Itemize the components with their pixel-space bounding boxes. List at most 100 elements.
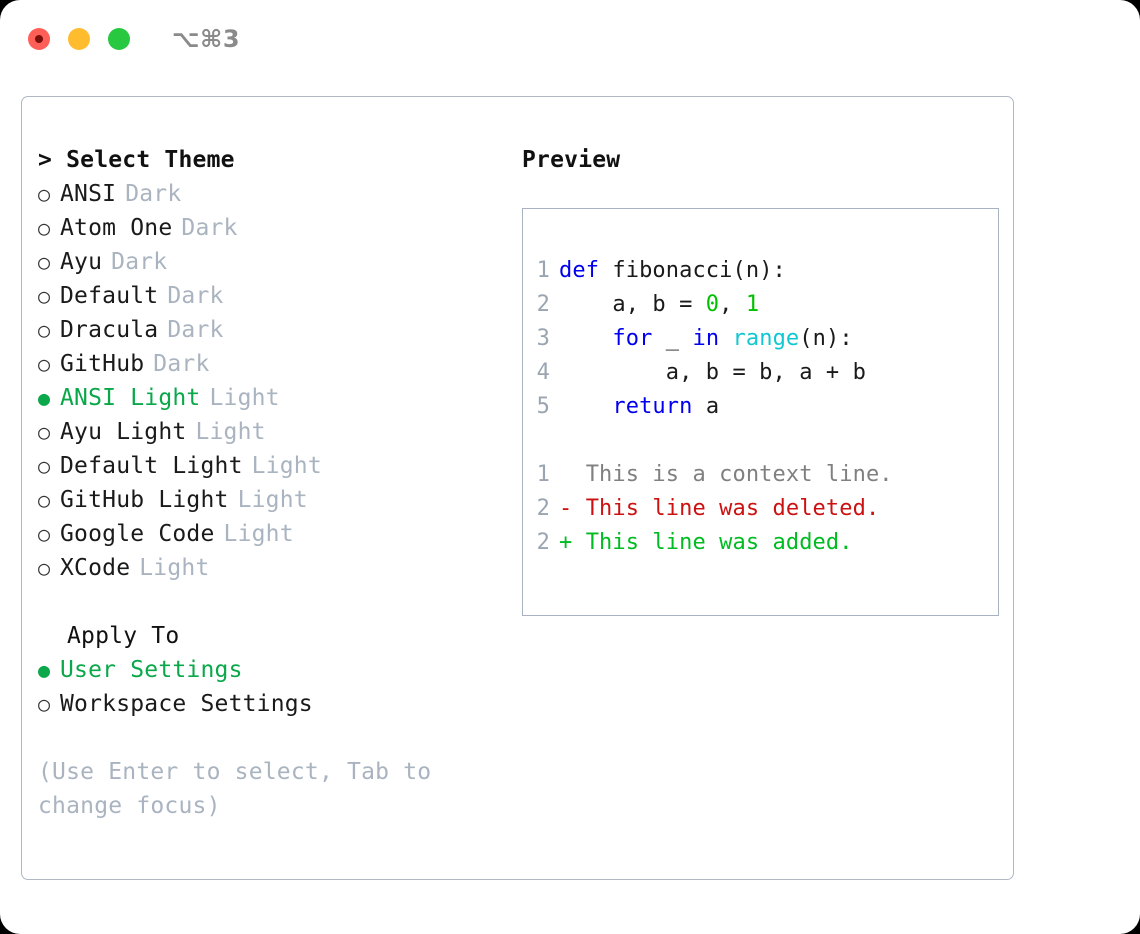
- diff-line-content: - This line was deleted.: [559, 496, 880, 521]
- radio-unselected-icon: ○: [38, 284, 51, 308]
- line-number: 2: [536, 292, 550, 317]
- code-line-content: a, b = 0, 1: [559, 288, 759, 322]
- radio-selected-icon: ●: [38, 386, 51, 410]
- radio-unselected-icon: ○: [38, 250, 51, 274]
- code-token-plain: a, b =: [559, 292, 706, 317]
- theme-option-ayu-light[interactable]: ○ Ayu Light Light: [38, 415, 503, 449]
- theme-option-default-light[interactable]: ○ Default Light Light: [38, 449, 503, 483]
- theme-variant-tag: Dark: [167, 317, 224, 343]
- theme-option-ansi-light[interactable]: ● ANSI Light Light: [38, 381, 503, 415]
- line-number: 5: [536, 394, 550, 419]
- code-token-plain: [559, 326, 612, 351]
- code-line: 3 for _ in range(n):: [523, 322, 998, 356]
- code-token-kw: in: [692, 326, 720, 351]
- line-number: 1: [536, 258, 550, 283]
- close-button[interactable]: [28, 28, 50, 50]
- theme-variant-tag: Light: [139, 555, 210, 581]
- theme-option-ansi[interactable]: ○ ANSI Dark: [38, 177, 503, 211]
- diff-line-ctx: 1 This is a context line.: [523, 458, 998, 492]
- theme-name: Ayu Light: [60, 419, 187, 445]
- code-line-content: for _ in range(n):: [559, 322, 853, 356]
- theme-name: Dracula: [60, 317, 159, 343]
- radio-unselected-icon: ○: [38, 318, 51, 342]
- theme-name: ANSI Light: [60, 385, 201, 411]
- apply-to-option-workspace-settings[interactable]: ○ Workspace Settings: [38, 687, 503, 721]
- theme-option-xcode[interactable]: ○ XCode Light: [38, 551, 503, 585]
- window-titlebar: ⌥⌘3: [0, 0, 1140, 78]
- maximize-button[interactable]: [108, 28, 130, 50]
- code-line: 2 a, b = 0, 1: [523, 288, 998, 322]
- minimize-button[interactable]: [68, 28, 90, 50]
- code-token-kw: return: [612, 394, 693, 419]
- radio-unselected-icon: ○: [38, 488, 51, 512]
- spacer: [38, 585, 503, 619]
- theme-variant-tag: Dark: [111, 249, 168, 275]
- line-number: 2: [536, 496, 550, 521]
- theme-name: ANSI: [60, 181, 117, 207]
- theme-option-dracula[interactable]: ○ Dracula Dark: [38, 313, 503, 347]
- select-theme-heading: > Select Theme: [38, 147, 235, 173]
- apply-to-option-user-settings[interactable]: ● User Settings: [38, 653, 503, 687]
- theme-option-default[interactable]: ○ Default Dark: [38, 279, 503, 313]
- theme-variant-tag: Dark: [167, 283, 224, 309]
- code-line-content: return a: [559, 390, 719, 424]
- diff-line-add: 2+ This line was added.: [523, 526, 998, 560]
- keyboard-shortcut-label: ⌥⌘3: [172, 25, 241, 53]
- spacer: [523, 424, 998, 458]
- window-controls: [28, 28, 130, 50]
- radio-unselected-icon: ○: [38, 556, 51, 580]
- radio-unselected-icon: ○: [38, 352, 51, 376]
- apply-to-label: User Settings: [60, 657, 243, 683]
- code-token-kw: def: [559, 258, 600, 283]
- code-token-plain: (n):: [799, 326, 853, 351]
- theme-name: Default Light: [60, 453, 243, 479]
- radio-unselected-icon: ○: [38, 216, 51, 240]
- code-token-plain: ,: [719, 292, 746, 317]
- line-number: 2: [536, 530, 550, 555]
- radio-unselected-icon: ○: [38, 454, 51, 478]
- theme-variant-tag: Light: [195, 419, 266, 445]
- theme-variant-tag: Dark: [181, 215, 238, 241]
- code-token-plain: [559, 394, 612, 419]
- theme-variant-tag: Dark: [153, 351, 210, 377]
- diff-line-content: This is a context line.: [559, 462, 893, 487]
- theme-option-atom-one[interactable]: ○ Atom One Dark: [38, 211, 503, 245]
- apply-to-label: Workspace Settings: [60, 691, 313, 717]
- theme-name: XCode: [60, 555, 131, 581]
- radio-unselected-icon: ○: [38, 182, 51, 206]
- theme-variant-tag: Light: [251, 453, 322, 479]
- radio-selected-icon: ●: [38, 658, 51, 682]
- code-line: 5 return a: [523, 390, 998, 424]
- code-token-plain: fibonacci(n):: [599, 258, 786, 283]
- theme-option-ayu[interactable]: ○ Ayu Dark: [38, 245, 503, 279]
- theme-name: GitHub Light: [60, 487, 229, 513]
- radio-unselected-icon: ○: [38, 692, 51, 716]
- theme-name: Atom One: [60, 215, 173, 241]
- code-token-kw: for: [612, 326, 653, 351]
- apply-to-heading: Apply To: [67, 623, 180, 649]
- code-token-num: 0: [705, 292, 720, 317]
- line-number: 4: [536, 360, 550, 385]
- theme-name: Ayu: [60, 249, 103, 275]
- apply-to-list[interactable]: ● User Settings ○ Workspace Settings: [38, 653, 503, 721]
- preview-heading: Preview: [522, 147, 621, 173]
- radio-unselected-icon: ○: [38, 420, 51, 444]
- theme-variant-tag: Light: [209, 385, 280, 411]
- code-token-fn: range: [732, 326, 800, 351]
- theme-name: Google Code: [60, 521, 215, 547]
- theme-name: Default: [60, 283, 159, 309]
- theme-variant-tag: Dark: [125, 181, 182, 207]
- close-icon: [35, 35, 43, 43]
- radio-unselected-icon: ○: [38, 522, 51, 546]
- code-token-plain: _: [652, 326, 693, 351]
- code-token-num: 1: [745, 292, 760, 317]
- diff-line-del: 2 - This line was deleted.: [523, 492, 998, 526]
- code-token-plain: a, b = b, a + b: [559, 360, 866, 385]
